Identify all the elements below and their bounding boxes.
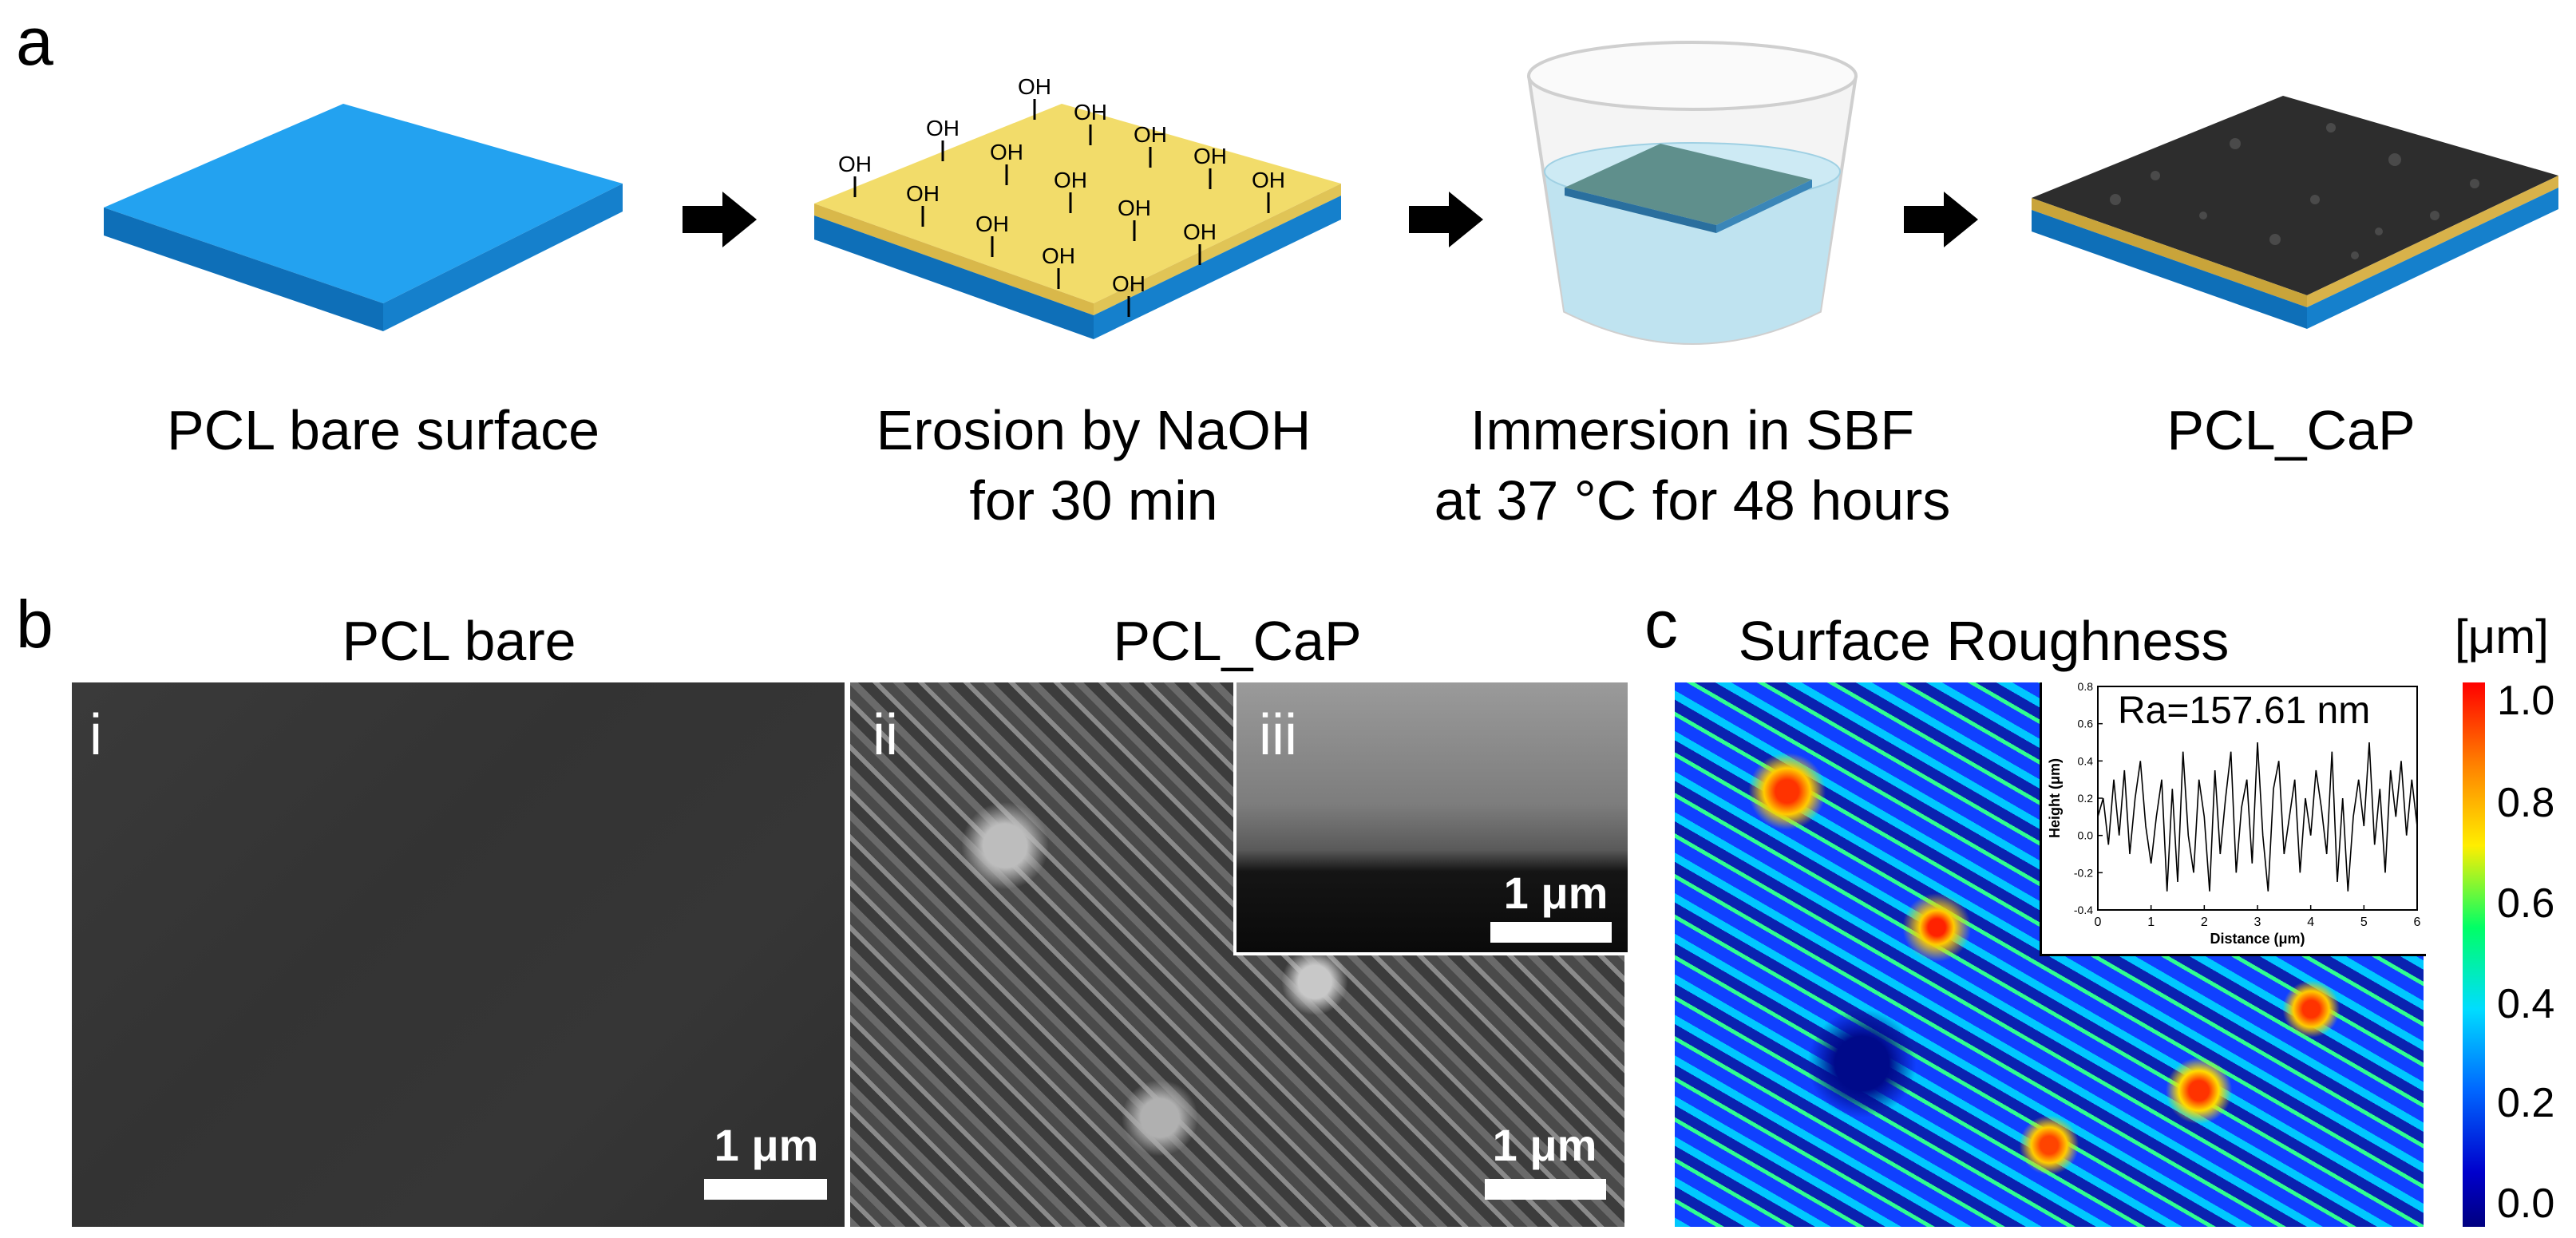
svg-text:OH: OH [1042,243,1075,268]
profile-xlabel: Distance (μm) [2210,931,2305,947]
profile-ylabel: Height (μm) [2047,758,2063,838]
y-tick-label: -0.2 [2074,866,2093,879]
svg-text:OH: OH [926,116,960,140]
scale-bar-i [704,1179,827,1200]
svg-text:OH: OH [1054,168,1087,192]
oh-groups: OH OH OH OH OH OH OH OH OH OH OH OH OH O… [838,74,1285,317]
x-tick-label: 0 [2095,916,2102,929]
y-tick-label: 0.2 [2078,792,2094,805]
profile-line [2097,742,2418,892]
y-tick-label: -0.4 [2074,904,2093,916]
svg-text:OH: OH [1252,168,1285,192]
sem-label-ii: ii [873,703,898,767]
sem-image-pcl-bare: i 1 μm [72,682,845,1227]
profile-plot-frame [2097,686,2418,911]
panel-a-letter: a [16,4,53,79]
svg-text:OH: OH [975,212,1009,236]
y-tick-label: 0.0 [2078,829,2094,842]
scale-bar-ii [1485,1179,1606,1200]
svg-text:OH: OH [1118,196,1151,220]
svg-text:OH: OH [1183,220,1217,244]
sbf-beaker [1527,41,1858,345]
arrow-icon [1904,192,1978,247]
step-label-sbf: Immersion in SBF at 37 °C for 48 hours [1434,399,1951,532]
x-tick-label: 1 [2147,916,2155,929]
x-tick-label: 2 [2201,916,2208,929]
colorbar-unit: [μm] [2455,610,2549,663]
pcl-bare-slab [104,104,623,331]
svg-text:OH: OH [1018,74,1051,99]
step-label-pcl-cap: PCL_CaP [2166,399,2416,461]
y-tick-label: 0.8 [2078,682,2094,693]
ra-value: Ra=157.61 nm [2118,690,2371,732]
scale-bar-iii [1490,922,1612,943]
scale-label-ii: 1 μm [1492,1120,1597,1170]
svg-text:OH: OH [838,152,872,176]
colorbar-tick: 0.4 [2497,981,2555,1027]
panel-c-letter: c [1644,587,1678,662]
arrow-icon [1409,192,1483,247]
profile-inset: Ra=157.61 nm 0 1 2 3 4 5 6 0.8 0.6 0.4 0.2 0.0 -0.2 -… [2040,682,2426,956]
sem-label-i: i [89,703,102,767]
svg-text:OH: OH [1074,100,1107,125]
colorbar-tick: 0.8 [2497,780,2555,826]
svg-text:OH: OH [1193,144,1227,168]
pcl-cap-slab [2032,96,2558,329]
colorbar-tick: 0.6 [2497,880,2555,927]
profile-chart: 0 1 2 3 4 5 6 0.8 0.6 0.4 0.2 0.0 -0.2 -0.4 Distance … [2047,682,2421,947]
x-tick-label: 5 [2360,916,2368,929]
sem-label-iii: iii [1259,703,1297,767]
colorbar [2463,682,2485,1227]
svg-text:OH: OH [906,181,940,206]
x-tick-label: 3 [2254,916,2261,929]
x-tick-label: 6 [2414,916,2421,929]
step-label-naoh: Erosion by NaOH for 30 min [876,399,1312,532]
svg-text:OH: OH [1112,271,1146,296]
naoh-eroded-slab [814,104,1341,339]
panel-a-illustration: OH OH OH OH OH OH OH OH OH OH OH OH OH O… [104,41,2558,345]
svg-text:OH: OH [1134,122,1167,147]
panel-b-title-left: PCL bare [342,610,576,672]
panel-c-title: Surface Roughness [1738,610,2230,672]
x-tick-label: 4 [2307,916,2314,929]
sem-inset-cross-section: iii 1 μm [1233,682,1628,955]
step-label-pcl-bare: PCL bare surface [166,399,600,461]
panel-b-letter: b [16,587,53,662]
colorbar-tick: 1.0 [2497,678,2555,724]
arrow-icon [683,192,757,247]
y-tick-label: 0.6 [2078,718,2094,730]
scale-label-iii: 1 μm [1503,868,1609,918]
svg-text:OH: OH [990,140,1023,164]
colorbar-tick: 0.0 [2497,1181,2555,1227]
scale-label-i: 1 μm [714,1120,819,1170]
colorbar-tick: 0.2 [2497,1080,2555,1126]
panel-b-title-right: PCL_CaP [1113,610,1362,672]
y-tick-label: 0.4 [2078,754,2094,767]
